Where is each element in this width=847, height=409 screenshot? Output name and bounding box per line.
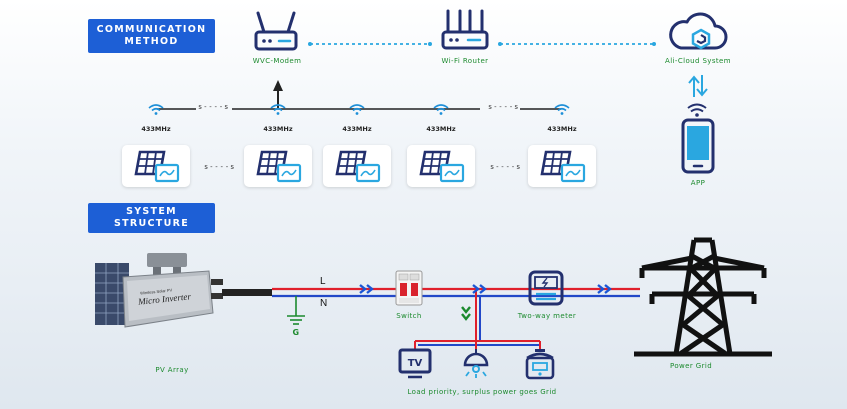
tv-icon: TV — [398, 348, 432, 379]
frequency-label: 433MHz — [141, 125, 171, 133]
flow-arrow-1-icon — [359, 284, 374, 294]
power-tower-icon — [634, 237, 772, 357]
flow-arrow-down-icon — [461, 306, 471, 321]
system-structure-line1: SYSTEM — [126, 206, 177, 217]
wifi-router-label: Wi-Fi Router — [441, 57, 489, 65]
micro-inverter-icon — [122, 253, 223, 328]
ground-label: G — [292, 328, 300, 337]
solar-panel-icon — [335, 150, 381, 183]
bus-ellipsis-left: s----s — [198, 103, 230, 111]
flow-arrow-2-icon — [472, 284, 487, 294]
rice-cooker-icon — [525, 349, 555, 380]
two-way-meter-icon — [528, 270, 564, 306]
lamp-icon — [463, 349, 489, 378]
smartphone-icon — [681, 118, 715, 174]
panel-ellipsis-right: s----s — [490, 163, 522, 171]
app-label: APP — [690, 179, 706, 187]
system-structure-line2: STRUCTURE — [113, 218, 190, 229]
signal-icon — [433, 104, 449, 115]
pv-array-label: PV Array — [155, 366, 189, 374]
signal-icon — [270, 104, 286, 115]
cloud-icon — [669, 12, 728, 50]
flow-arrow-3-icon — [597, 284, 612, 294]
solar-panel-icon — [256, 150, 302, 183]
cloud-app-arrows-icon — [688, 75, 708, 97]
line-n-label: N — [320, 298, 328, 309]
modem-label: WVC-Modem — [252, 57, 302, 65]
signal-icon — [349, 104, 365, 115]
cloud-label: Ali-Cloud System — [665, 57, 731, 65]
frequency-label: 433MHz — [263, 125, 293, 133]
system-structure-badge: SYSTEM STRUCTURE — [88, 203, 215, 233]
frequency-label: 433MHz — [547, 125, 577, 133]
bus-ellipsis-right: s----s — [488, 103, 520, 111]
communication-method-badge: COMMUNICATION METHOD — [88, 19, 215, 53]
frequency-label: 433MHz — [426, 125, 456, 133]
load-priority-label: Load priority, surplus power goes Grid — [407, 388, 557, 396]
panel-ellipsis-left: s----s — [204, 163, 236, 171]
communication-method-line2: METHOD — [124, 36, 179, 47]
two-way-meter-label: Two-way meter — [517, 312, 577, 320]
communication-method-line1: COMMUNICATION — [96, 24, 207, 35]
modem-router-link — [308, 42, 656, 46]
solar-panel-icon — [134, 150, 180, 183]
signal-icon — [148, 104, 164, 115]
solar-panel-icon — [540, 150, 586, 183]
modem-icon — [254, 11, 298, 51]
wifi-router-icon — [441, 9, 489, 50]
svg-text:TV: TV — [408, 358, 423, 369]
power-grid-label: Power Grid — [669, 362, 713, 370]
solar-panel-icon — [419, 150, 465, 183]
breaker-switch-icon — [395, 270, 423, 306]
signal-icon — [554, 104, 570, 115]
switch-label: Switch — [396, 312, 422, 320]
line-l-label: L — [320, 276, 326, 287]
app-wifi-icon — [687, 103, 707, 117]
frequency-label: 433MHz — [342, 125, 372, 133]
